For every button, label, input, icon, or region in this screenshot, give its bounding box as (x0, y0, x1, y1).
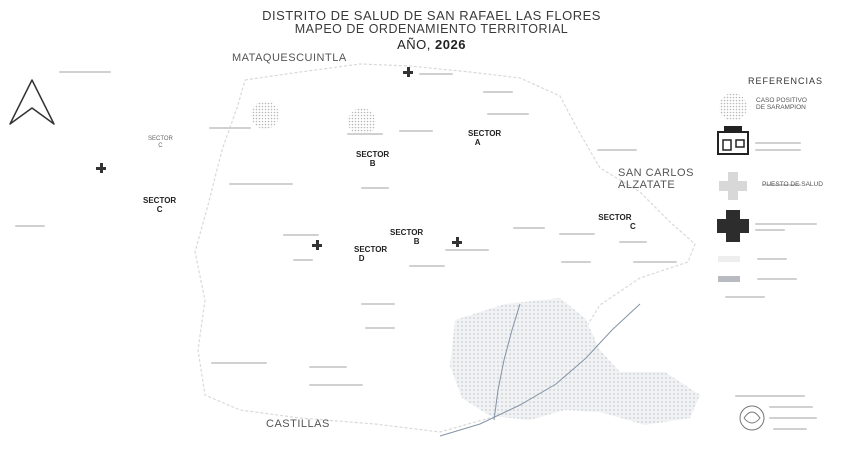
map-title: DISTRITO DE SALUD DE SAN RAFAEL LAS FLOR… (262, 8, 601, 23)
health-center-cross-icon (312, 240, 322, 250)
sector-b-top-label: SECTOR B (356, 150, 389, 168)
sector-b-mid-label: SECTOR B (390, 228, 423, 246)
legend-zone-swatch (718, 276, 740, 282)
sector-b-mid-line1: SECTOR (390, 228, 424, 237)
legend-title: REFERENCIAS (748, 76, 824, 86)
health-center-cross-icon (96, 163, 106, 173)
region-south: CASTILLAS (266, 418, 330, 430)
region-north: MATAQUESCUINTLA (232, 52, 347, 64)
region-east-line1: SAN CARLOS (618, 167, 694, 179)
sector-c-far-label: SECTOR C (148, 136, 173, 150)
sector-d-label: SECTOR D (354, 245, 387, 263)
legend-case-symbol (719, 93, 747, 121)
legend-health-post-label: PUESTO DE SALUD (762, 181, 823, 188)
ministry-seal-icon (739, 405, 765, 431)
map-year: AÑO, 2026 (0, 37, 863, 52)
year-value: 2026 (435, 37, 466, 52)
health-center-cross-icon (403, 67, 413, 77)
sector-c-east-label: SECTOR C (594, 213, 636, 231)
map-subtitle: MAPEO DE ORDENAMIENTO TERRITORIAL (294, 22, 569, 36)
legend-case-label: CASO POSITIVO DE SARAMPION (756, 97, 807, 111)
health-post-icon (719, 172, 747, 200)
legend-case-line2: DE SARAMPION (756, 104, 806, 111)
road-diagonal (439, 303, 641, 437)
sector-a-line1: SECTOR (468, 129, 502, 138)
sector-b-top-line1: SECTOR (356, 150, 390, 159)
road-north-south (493, 303, 521, 421)
sector-c-far-line2: C (158, 143, 163, 149)
sector-d-line2: D (358, 254, 365, 263)
sector-a-label: SECTOR A (468, 129, 501, 147)
region-east: SAN CARLOS ALZATATE (618, 167, 694, 191)
sector-a-line2: A (474, 138, 481, 147)
sector-b-mid-line2: B (413, 237, 420, 246)
sector-b-top-line2: B (369, 159, 376, 168)
sector-c-west-line2: C (156, 205, 163, 214)
legend-case-line1: CASO POSITIVO (756, 97, 807, 104)
north-arrow-icon (9, 79, 55, 125)
health-center-cross-icon (717, 210, 749, 242)
sector-c-far-line1: SECTOR (148, 136, 173, 142)
case-marker (251, 101, 279, 129)
case-marker (348, 108, 376, 136)
health-center-cross-icon (452, 237, 462, 247)
sector-c-east-line1: SECTOR (598, 213, 632, 222)
sector-c-west-label: SECTOR C (143, 196, 176, 214)
sector-d-line1: SECTOR (354, 245, 388, 254)
year-prefix: AÑO, (397, 37, 431, 52)
sector-c-west-line1: SECTOR (143, 196, 177, 205)
region-east-line2: ALZATATE (618, 179, 676, 191)
health-center-icon (717, 126, 749, 155)
legend-zone-swatch (718, 256, 740, 262)
sector-c-east-line2: C (630, 222, 636, 231)
